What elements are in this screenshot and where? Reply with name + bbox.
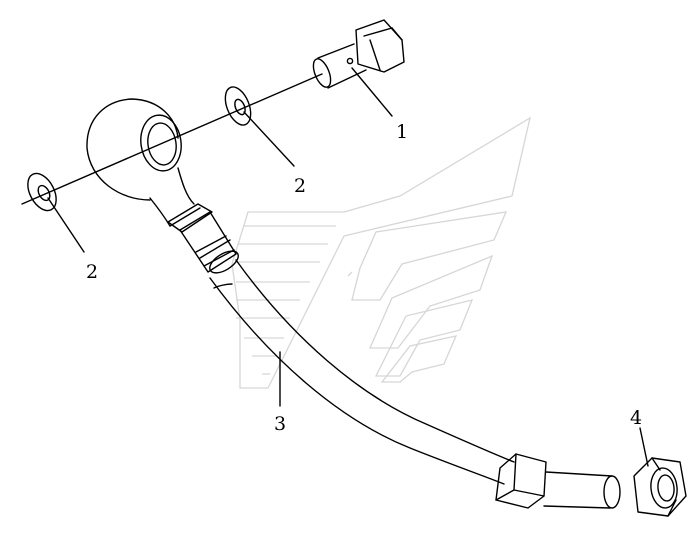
callout-washer-lower: 2 xyxy=(86,261,98,283)
assembly-axis-line xyxy=(21,73,323,205)
washer-upper xyxy=(224,86,252,126)
leader-line-4 xyxy=(639,427,649,467)
callout-banjo-bolt: 1 xyxy=(396,121,408,143)
oil-pipe-assembly xyxy=(86,98,621,509)
leader-line-2-upper xyxy=(243,111,295,167)
banjo-bolt xyxy=(312,19,405,89)
leader-line-2-lower xyxy=(47,197,85,253)
leader-lines xyxy=(47,67,649,467)
leader-line-1 xyxy=(351,67,393,117)
callout-nut: 4 xyxy=(630,407,642,429)
callout-oil-pipe: 3 xyxy=(274,413,286,435)
hex-nut xyxy=(633,457,687,517)
callout-washer-upper: 2 xyxy=(294,175,306,197)
watermark-logo xyxy=(231,116,531,389)
washer-lower xyxy=(27,172,57,212)
